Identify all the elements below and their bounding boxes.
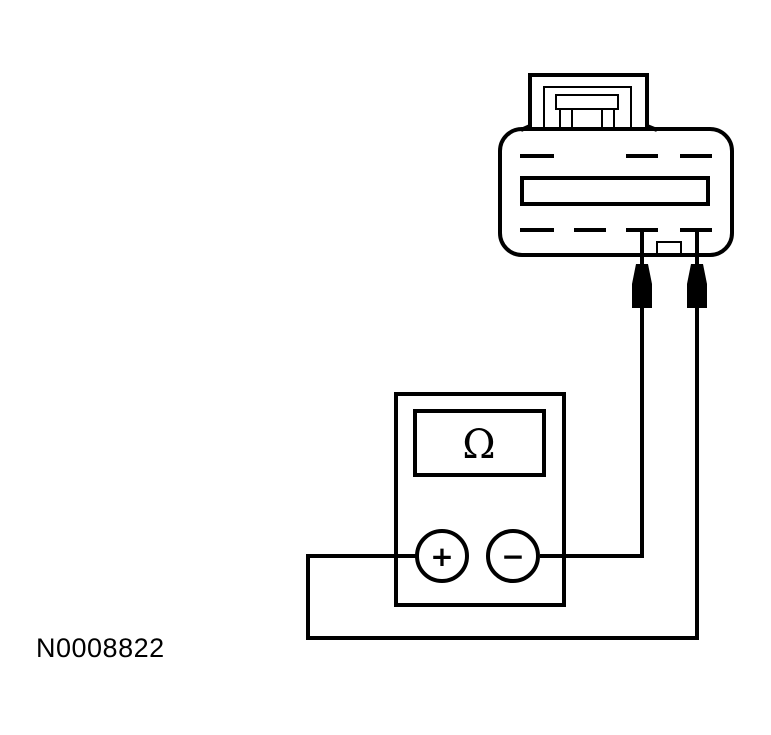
negative-sign: − [501, 540, 524, 573]
negative-terminal [486, 529, 540, 583]
connector-slot [520, 176, 710, 206]
meter-body [394, 392, 566, 607]
positive-terminal [415, 529, 469, 583]
electrical-connector-icon [498, 73, 734, 257]
positive-lead-wire [306, 308, 699, 640]
connector-body [498, 127, 734, 257]
connector-latch-inner [555, 94, 619, 110]
probe-tip [687, 264, 707, 308]
positive-sign: + [430, 540, 453, 573]
ohm-symbol: Ω [462, 422, 495, 468]
connector-key [656, 241, 682, 255]
connector-lock-tab [520, 73, 658, 132]
multimeter-icon: Ω + − [394, 392, 566, 607]
negative-lead-wire [540, 308, 644, 558]
test-probe-icon [687, 230, 707, 308]
figure-id-label: N0008822 [36, 633, 165, 663]
meter-display [413, 409, 546, 477]
probe-tip [632, 264, 652, 308]
test-probe-icon [632, 230, 652, 308]
